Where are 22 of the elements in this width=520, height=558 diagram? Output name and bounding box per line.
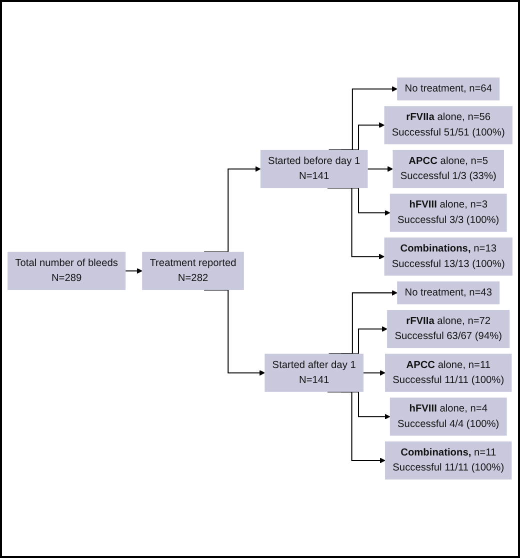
node-box: Started after day 1 N=141 (264, 354, 364, 392)
arrow (328, 86, 398, 151)
node-box: hFVIII alone, n=3 Successful 3/3 (100%) (390, 194, 507, 232)
node-box: hFVIII alone, n=4 Successful 4/4 (100%) (390, 398, 507, 436)
node-box: Combinations, n=13 Successful 13/13 (100%) (384, 238, 512, 276)
arrow (341, 122, 385, 151)
arrow (368, 166, 393, 172)
node-box: No treatment, n=64 (397, 78, 500, 101)
node-box: APCC alone, n=11 Successful 11/11 (100%) (385, 354, 512, 392)
arrow (126, 268, 142, 274)
node-box: Total number of bleeds N=289 (8, 252, 126, 290)
node-box: rFVIIa alone, n=72 Successful 63/67 (94%) (387, 310, 510, 349)
node-box: APCC alone, n=5 Successful 1/3 (33%) (392, 150, 504, 188)
arrow (328, 290, 398, 355)
node-box: Treatment reported N=282 (142, 252, 244, 290)
arrow (204, 166, 261, 253)
arrow (341, 326, 388, 355)
node-box: Combinations, n=11 Successful 11/11 (100%) (385, 442, 512, 480)
node-box: Started before day 1 N=141 (260, 150, 368, 188)
node-box: rFVIIa alone, n=56 Successful 51/51 (100%) (384, 106, 512, 145)
node-box: No treatment, n=43 (397, 282, 500, 305)
arrow (364, 370, 386, 376)
